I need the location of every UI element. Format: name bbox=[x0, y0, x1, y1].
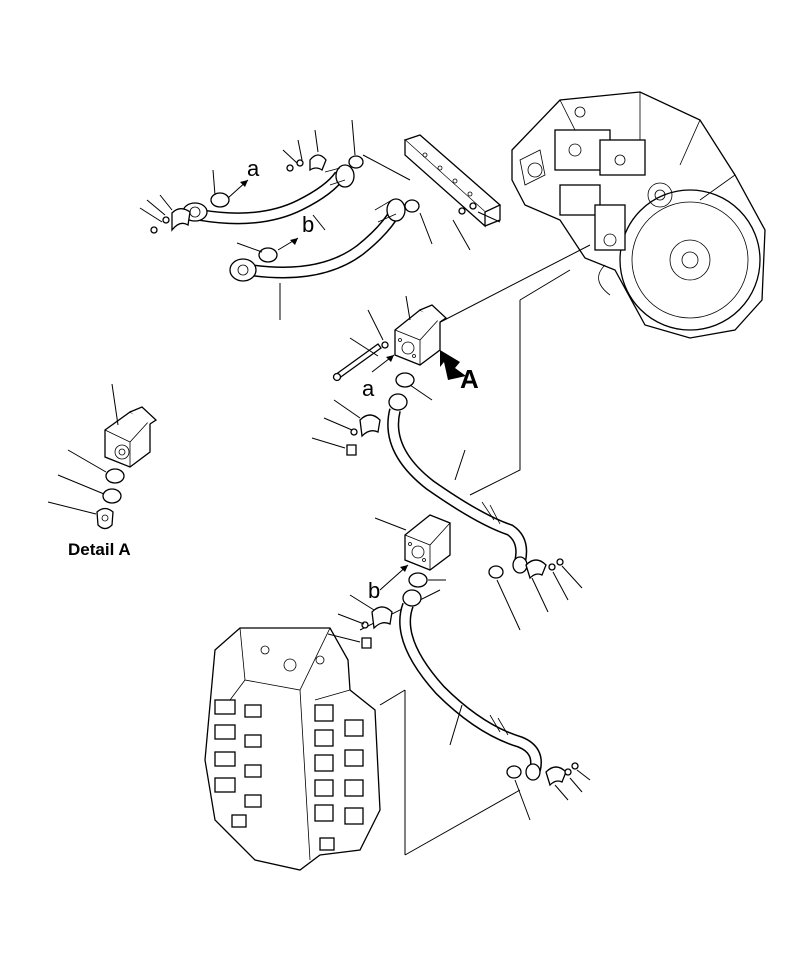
mounting-plate bbox=[403, 134, 502, 228]
hydraulic-pump bbox=[511, 91, 766, 339]
upper-seal-kit bbox=[150, 154, 477, 263]
hose-lower bbox=[399, 589, 542, 781]
connector-lines bbox=[359, 154, 591, 856]
control-valve bbox=[204, 627, 381, 871]
middle-hose-leaders bbox=[311, 384, 583, 631]
middle-seal-kit bbox=[346, 372, 564, 580]
ref-label-b-low: b bbox=[368, 578, 380, 603]
hose-upper-b bbox=[229, 198, 406, 282]
detail-a-leaders bbox=[47, 383, 119, 515]
ref-label-a-mid: a bbox=[362, 376, 375, 401]
view-label-a: A bbox=[460, 364, 479, 394]
view-arrow-icon bbox=[440, 350, 466, 380]
detail-a-caption: Detail A bbox=[68, 540, 131, 559]
long-bolt bbox=[332, 343, 382, 382]
detail-a-assembly bbox=[96, 406, 158, 530]
junction-block-upper bbox=[394, 304, 448, 366]
bolt-washer bbox=[381, 341, 389, 349]
ref-label-b-top: b bbox=[302, 212, 314, 237]
upper-leaders bbox=[139, 119, 501, 320]
hose-middle bbox=[387, 393, 528, 574]
hose-upper-a bbox=[182, 164, 355, 225]
lower-hose-leaders bbox=[327, 579, 591, 821]
junction-block-lower bbox=[404, 514, 451, 571]
lower-seal-kit bbox=[361, 572, 579, 787]
middle-leaders bbox=[349, 295, 411, 373]
ref-label-a-top: a bbox=[247, 156, 260, 181]
lower-block-leaders bbox=[374, 517, 409, 591]
